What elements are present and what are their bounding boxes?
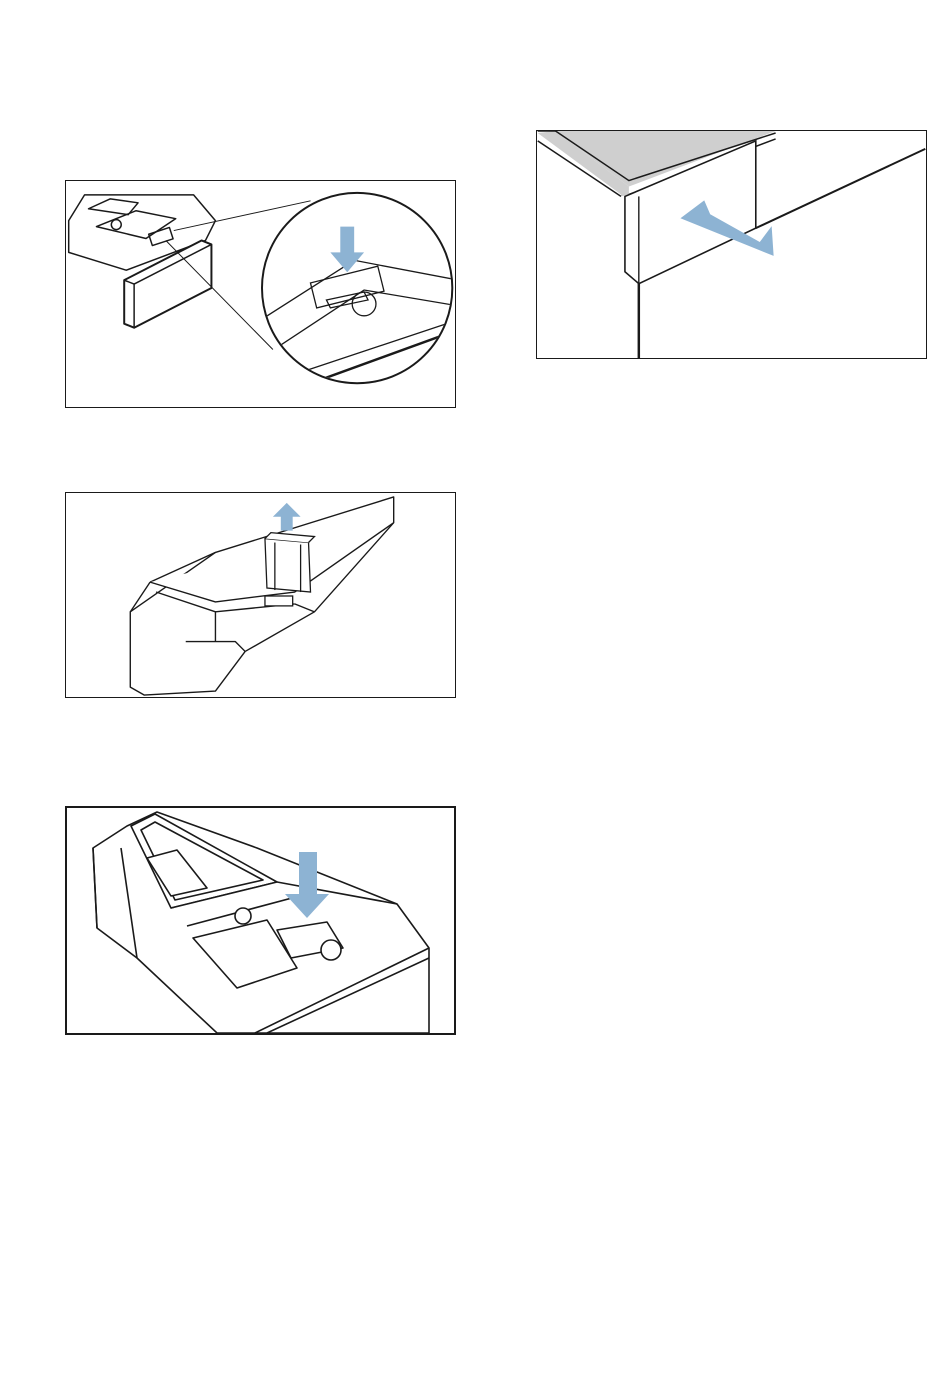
figure-siphon-pull-up — [65, 492, 456, 698]
figure-drawer-close — [536, 130, 927, 359]
siphon-pull-up-illustration — [66, 493, 455, 697]
figure-siphon-press-in — [65, 806, 456, 1035]
figure-drawer-magnifier — [65, 180, 456, 408]
drawer-magnifier-illustration — [66, 181, 455, 407]
drawer-close-illustration — [537, 131, 926, 358]
arrow-up-icon — [273, 503, 301, 531]
siphon-press-in-illustration — [67, 808, 454, 1033]
